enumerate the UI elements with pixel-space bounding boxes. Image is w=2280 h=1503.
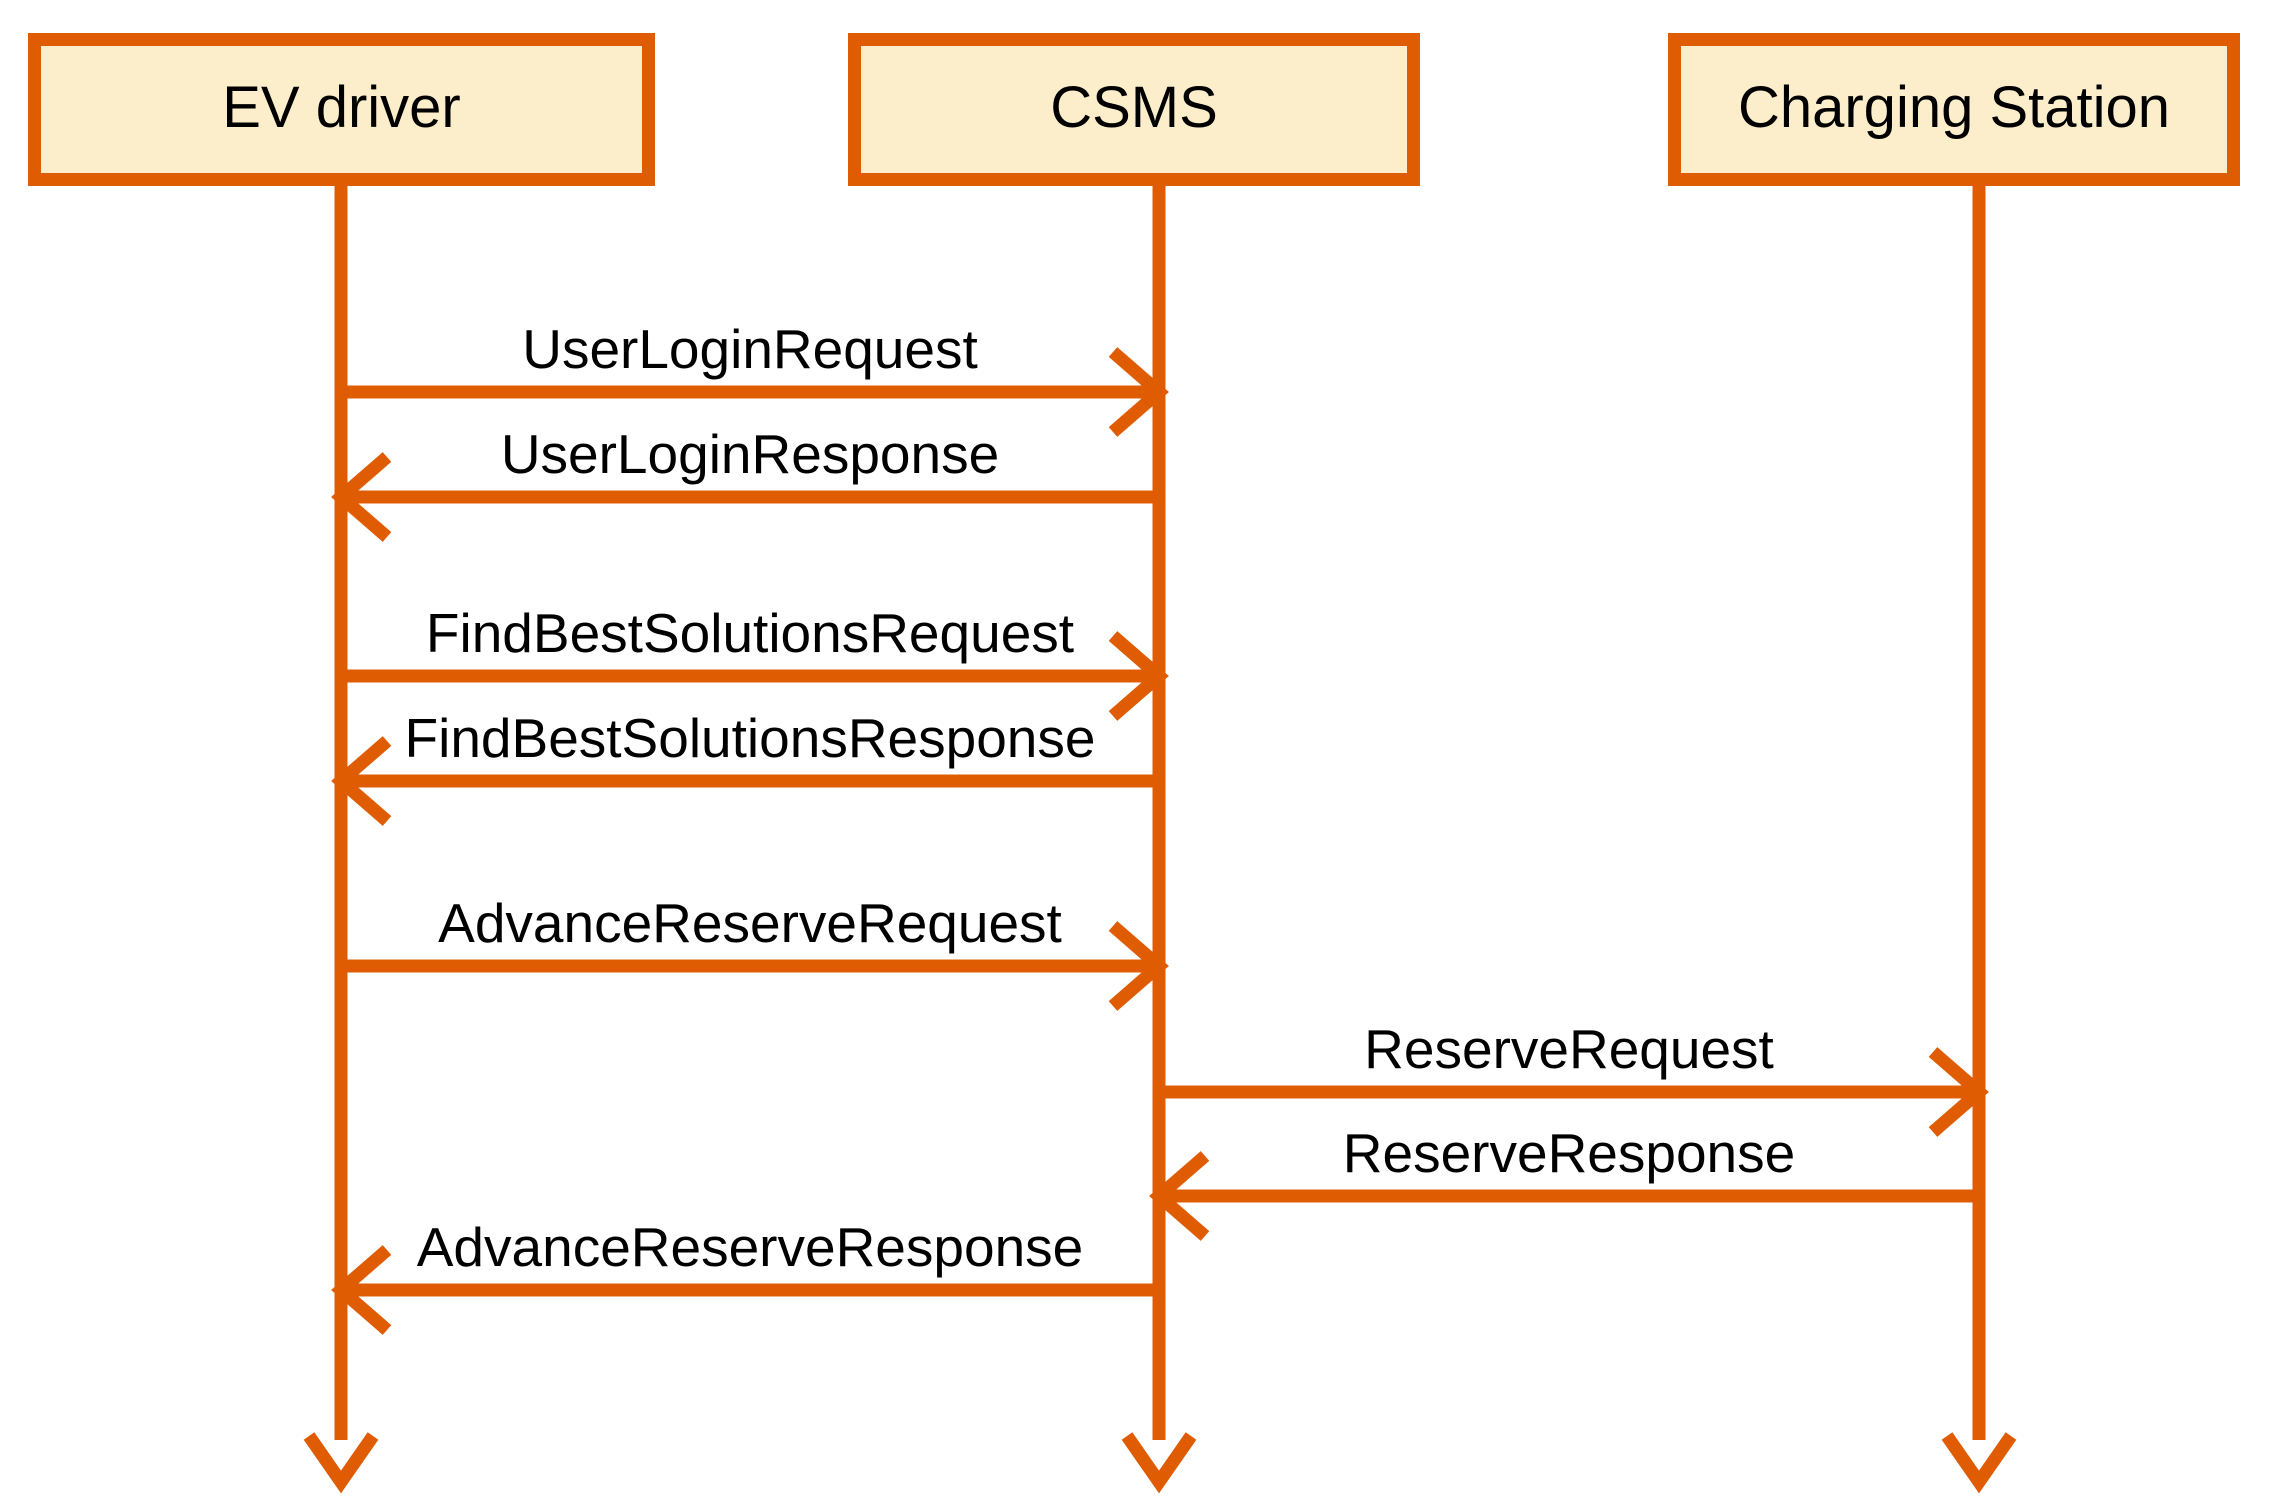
message-label-advance-reserve-request: AdvanceReserveRequest <box>438 892 1062 954</box>
message-label-find-best-solutions-request: FindBestSolutionsRequest <box>426 602 1074 664</box>
message-label-reserve-request: ReserveRequest <box>1364 1018 1774 1080</box>
lifeline-end-arrow-ev-driver <box>303 1432 379 1494</box>
message-advance-reserve-response[interactable]: AdvanceReserveResponse <box>331 1216 1159 1335</box>
message-label-find-best-solutions-response: FindBestSolutionsResponse <box>405 707 1096 769</box>
arrowhead-user-login-request <box>1108 347 1169 437</box>
actor-box-csms[interactable] <box>848 33 1420 186</box>
arrowhead-find-best-solutions-request <box>1108 631 1169 721</box>
actor-label-charging-station: Charging Station <box>1738 75 2170 140</box>
actor-box-charging-station[interactable] <box>1668 33 2240 186</box>
messages-group: UserLoginRequest UserLoginResponse FindB… <box>331 318 1989 1335</box>
message-user-login-request[interactable]: UserLoginRequest <box>341 318 1169 437</box>
actor-box-ev-driver[interactable] <box>28 33 655 186</box>
message-label-advance-reserve-response: AdvanceReserveResponse <box>417 1216 1084 1278</box>
message-find-best-solutions-response[interactable]: FindBestSolutionsResponse <box>331 707 1159 826</box>
arrowhead-reserve-request <box>1928 1047 1989 1137</box>
actor-label-ev-driver: EV driver <box>222 75 461 140</box>
message-find-best-solutions-request[interactable]: FindBestSolutionsRequest <box>341 602 1169 721</box>
arrowhead-reserve-response <box>1149 1151 1210 1241</box>
actor-csms[interactable]: CSMS <box>848 33 1420 186</box>
actor-ev-driver[interactable]: EV driver <box>28 33 655 186</box>
lifeline-end-arrow-charging-station <box>1941 1432 2017 1494</box>
message-reserve-request[interactable]: ReserveRequest <box>1159 1018 1989 1137</box>
message-label-user-login-request: UserLoginRequest <box>522 318 978 380</box>
message-label-reserve-response: ReserveResponse <box>1343 1122 1795 1184</box>
actor-label-csms: CSMS <box>1050 75 1218 140</box>
message-user-login-response[interactable]: UserLoginResponse <box>331 423 1159 542</box>
arrowhead-advance-reserve-request <box>1108 921 1169 1011</box>
actor-charging-station[interactable]: Charging Station <box>1668 33 2240 186</box>
arrowhead-user-login-response <box>331 452 392 542</box>
message-label-user-login-response: UserLoginResponse <box>501 423 999 485</box>
lifeline-end-arrow-csms <box>1121 1432 1197 1494</box>
arrowhead-advance-reserve-response <box>331 1245 392 1335</box>
message-reserve-response[interactable]: ReserveResponse <box>1149 1122 1979 1241</box>
arrowhead-find-best-solutions-response <box>331 736 392 826</box>
actor-boxes-group: EV driver CSMS Charging Station <box>28 33 2240 186</box>
message-advance-reserve-request[interactable]: AdvanceReserveRequest <box>341 892 1169 1011</box>
